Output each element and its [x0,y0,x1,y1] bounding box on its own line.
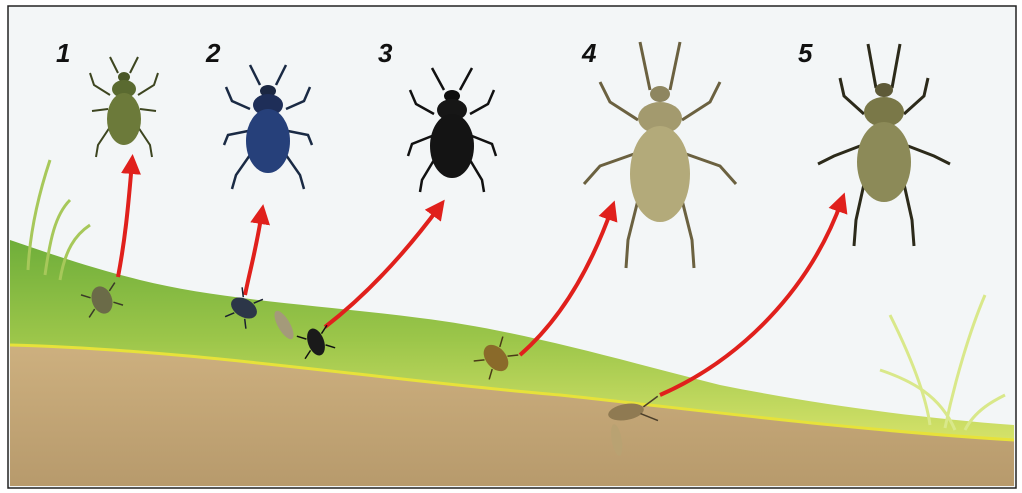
label-4: 4 [582,38,596,69]
label-5: 5 [798,38,812,69]
label-2: 2 [206,38,220,69]
label-1: 1 [56,38,70,69]
label-3: 3 [378,38,392,69]
